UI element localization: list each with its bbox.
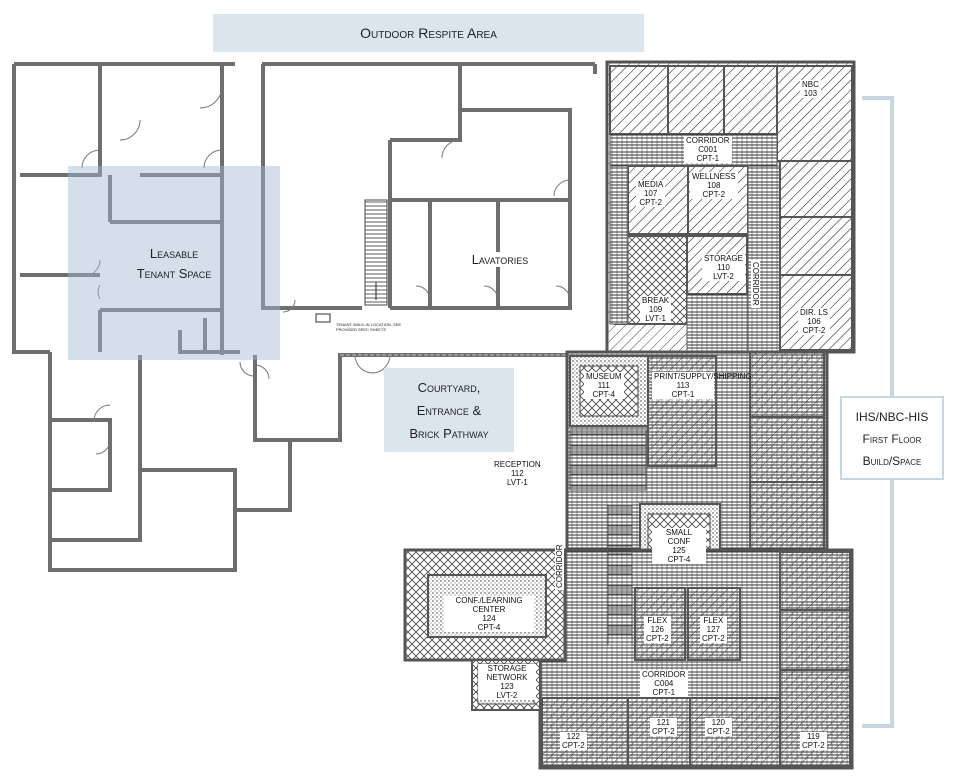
- stair-existing: [364, 199, 388, 306]
- courtyard-label: Courtyard, Entrance & Brick Pathway: [384, 368, 514, 452]
- courtyard-line-2: Entrance &: [416, 403, 482, 418]
- outdoor-respite-label: Outdoor Respite Area: [213, 14, 644, 52]
- corridor-vertical-right: CORRIDOR: [751, 260, 760, 308]
- corridor-vertical-left: CORRIDOR: [555, 542, 564, 590]
- courtyard-line-1: Courtyard,: [417, 380, 481, 395]
- walk-in-note: TENANT WALK-IN LOCATION. SEE PROVIDED SP…: [336, 322, 402, 332]
- ihs-line-3: Build/Space: [862, 454, 922, 468]
- ihs-line-2: First Floor: [862, 432, 922, 446]
- lavatories-label: Lavatories: [450, 252, 550, 267]
- leasable-line-1: Leasable: [149, 246, 199, 261]
- walk-in-symbol: [315, 313, 331, 323]
- ihs-line-1: IHS/NBC-HIS: [855, 410, 929, 424]
- leasable-line-2: Tenant Space: [136, 266, 212, 281]
- ihs-build-label: IHS/NBC-HIS First Floor Build/Space: [840, 396, 944, 480]
- courtyard-line-3: Brick Pathway: [409, 426, 489, 441]
- door-swings-existing: [81, 85, 571, 455]
- leasable-tenant-overlay: [68, 166, 280, 360]
- leasable-tenant-label: Leasable Tenant Space: [108, 244, 240, 284]
